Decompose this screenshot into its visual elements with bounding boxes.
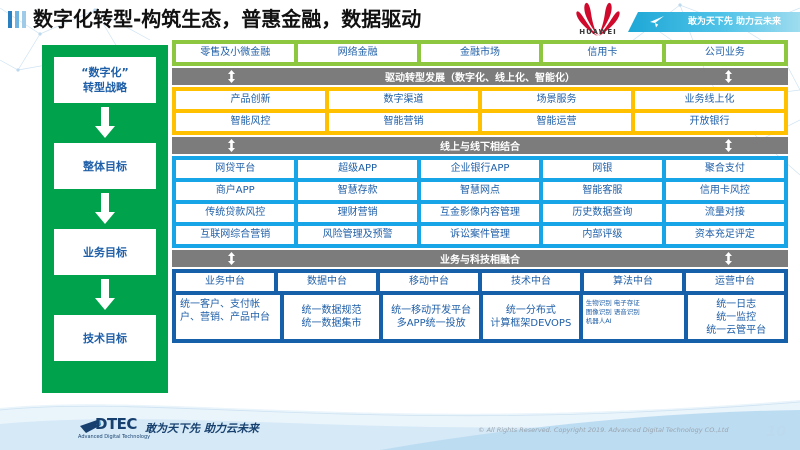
architecture-diagram: “数字化” 转型战略 整体目标 业务目标 技术目标 零售及小微金融 网络金融	[0, 40, 800, 398]
dtec-tagline: Advanced Digital Technology	[78, 434, 151, 440]
band-drive: 驱动转型发展（数字化、线上化、智能化）	[172, 68, 788, 85]
cell-driver[interactable]: 智能营销	[329, 113, 478, 131]
group-row: 智能风控 智能营销 智能运营 开放银行	[176, 113, 784, 131]
dtec-wordmark: DTEC	[95, 415, 137, 433]
strategy-item-2[interactable]: 业务目标	[54, 229, 156, 275]
strategy-item-3[interactable]: 技术目标	[54, 315, 156, 361]
down-arrow-icon-2	[54, 275, 156, 315]
group-online-offline: 网贷平台 超级APP 企业银行APP 网银 聚合支付 商户APP 智慧存款 智慧…	[172, 156, 788, 248]
cell-driver[interactable]: 产品创新	[176, 91, 325, 109]
cell-platform-header[interactable]: 技术中台	[482, 273, 580, 291]
double-arrow-icon	[725, 252, 732, 265]
group-row: 商户APP 智慧存款 智慧网点 智能客服 信用卡风控	[176, 182, 785, 200]
down-arrow-icon-0	[54, 103, 156, 143]
strategy-label-line1: 整体目标	[83, 159, 127, 173]
cell-platform-detail[interactable]: 统一数据规范统一数据集市	[283, 295, 380, 339]
cell-platform-detail[interactable]: 统一移动开发平台多APP统一投放	[383, 295, 480, 339]
band-business-tech: 业务与科技相融合	[172, 250, 788, 267]
cell-business-line[interactable]: 网络金融	[298, 44, 417, 62]
cell-platform-detail[interactable]: 统一日志统一监控统一云管平台	[688, 295, 785, 339]
cell-capability[interactable]: 互联网综合营销	[176, 226, 295, 244]
title-bars-icon	[8, 11, 28, 28]
cell-capability[interactable]: 内部评级	[543, 226, 662, 244]
footer-slogan: 敢为天下先 助力云未来	[145, 422, 259, 435]
group-row: 业务中台 数据中台 移动中台 技术中台 算法中台 运营中台	[176, 273, 784, 291]
group-row: 互联网综合营销 风险管理及预警 诉讼案件管理 内部评级 资本充足评定	[176, 226, 785, 244]
group-row: 零售及小微金融 网络金融 金融市场 信用卡 公司业务	[176, 44, 785, 62]
cell-capability[interactable]: 智慧存款	[298, 182, 417, 200]
group-transformation-drivers: 产品创新 数字渠道 场景服务 业务线上化 智能风控 智能营销 智能运营 开放银行	[172, 87, 788, 135]
strategy-label-line2: 转型战略	[83, 81, 127, 94]
double-arrow-icon	[228, 139, 235, 152]
cell-capability[interactable]: 智慧网点	[420, 182, 540, 200]
cell-capability[interactable]: 诉讼案件管理	[420, 226, 540, 244]
copyright-text: © All Rights Reserved. Copyright 2019. A…	[478, 426, 729, 434]
cell-platform-header[interactable]: 算法中台	[584, 273, 682, 291]
cell-capability[interactable]: 商户APP	[176, 182, 295, 200]
cell-business-line[interactable]: 零售及小微金融	[176, 44, 295, 62]
cell-driver[interactable]: 业务线上化	[635, 91, 784, 109]
cell-platform-header[interactable]: 移动中台	[380, 273, 478, 291]
strategy-item-0[interactable]: “数字化” 转型战略	[54, 57, 156, 103]
band-label: 驱动转型发展（数字化、线上化、智能化）	[385, 73, 575, 84]
cell-business-line[interactable]: 信用卡	[543, 44, 662, 62]
group-row: 产品创新 数字渠道 场景服务 业务线上化	[176, 91, 784, 109]
cell-capability[interactable]: 信用卡风控	[665, 182, 785, 200]
cell-capability[interactable]: 风险管理及预警	[298, 226, 417, 244]
group-row: 传统贷款风控 理财营销 互金影像内容管理 历史数据查询 流量对接	[176, 204, 785, 222]
strategy-label-line1: 技术目标	[83, 331, 127, 345]
down-arrow-icon-1	[54, 189, 156, 229]
cell-capability[interactable]: 传统贷款风控	[176, 204, 295, 222]
band-online-offline: 线上与线下相结合	[172, 137, 788, 154]
cell-capability[interactable]: 网贷平台	[176, 160, 295, 178]
cell-platform-header[interactable]: 运营中台	[686, 273, 784, 291]
cell-platform-header[interactable]: 业务中台	[176, 273, 274, 291]
paper-plane-icon	[650, 16, 664, 28]
double-arrow-icon	[725, 139, 732, 152]
cell-driver[interactable]: 场景服务	[482, 91, 631, 109]
page-title: 数字化转型-构筑生态，普惠金融，数据驱动	[33, 7, 422, 31]
group-business-lines: 零售及小微金融 网络金融 金融市场 信用卡 公司业务	[172, 40, 788, 66]
cell-business-line[interactable]: 公司业务	[665, 44, 785, 62]
cell-capability[interactable]: 网银	[543, 160, 662, 178]
cell-capability[interactable]: 历史数据查询	[543, 204, 662, 222]
group-row: 统一客户、支付帐户、营销、产品中台 统一数据规范统一数据集市 统一移动开发平台多…	[176, 295, 785, 339]
huawei-logo-icon	[576, 2, 620, 36]
cell-capability[interactable]: 资本充足评定	[665, 226, 785, 244]
double-arrow-icon	[228, 252, 235, 265]
cell-platform-header[interactable]: 数据中台	[278, 273, 376, 291]
strategy-label-line1: “数字化”	[81, 66, 129, 79]
cell-driver[interactable]: 智能风控	[176, 113, 325, 131]
page-header: 数字化转型-构筑生态，普惠金融，数据驱动 HUAWEI 敢为天下先 助力云未来	[0, 0, 800, 40]
cell-capability[interactable]: 聚合支付	[665, 160, 785, 178]
band-label: 业务与科技相融合	[440, 255, 520, 266]
double-arrow-icon	[725, 70, 732, 83]
strategy-item-1[interactable]: 整体目标	[54, 143, 156, 189]
band-label: 线上与线下相结合	[440, 142, 520, 153]
double-arrow-icon	[228, 70, 235, 83]
cell-driver[interactable]: 开放银行	[635, 113, 784, 131]
cell-platform-detail[interactable]: 统一客户、支付帐户、营销、产品中台	[176, 295, 280, 339]
layer-stack: 零售及小微金融 网络金融 金融市场 信用卡 公司业务 驱动转型发展（数字化、线上…	[172, 40, 788, 343]
cell-driver[interactable]: 数字渠道	[329, 91, 478, 109]
cell-capability[interactable]: 流量对接	[665, 204, 785, 222]
cell-capability[interactable]: 企业银行APP	[420, 160, 540, 178]
group-mid-platforms: 业务中台 数据中台 移动中台 技术中台 算法中台 运营中台 统一客户、支付帐户、…	[172, 269, 788, 343]
cell-capability[interactable]: 互金影像内容管理	[420, 204, 540, 222]
cell-business-line[interactable]: 金融市场	[420, 44, 540, 62]
cell-driver[interactable]: 智能运营	[482, 113, 631, 131]
banner-slogan: 敢为天下先 助力云未来	[687, 17, 782, 27]
cell-capability[interactable]: 智能客服	[543, 182, 662, 200]
cell-capability[interactable]: 超级APP	[298, 160, 417, 178]
page-footer: DTEC Advanced Digital Technology 敢为天下先 助…	[0, 398, 800, 450]
cell-platform-detail[interactable]: 统一分布式计算框架DEVOPS	[483, 295, 579, 339]
page-number: 10	[766, 424, 786, 440]
cell-platform-detail[interactable]: 生物识别 电子存证图像识别 语音识别机器人AI	[582, 295, 685, 339]
strategy-column: “数字化” 转型战略 整体目标 业务目标 技术目标	[42, 45, 168, 393]
group-row: 网贷平台 超级APP 企业银行APP 网银 聚合支付	[176, 160, 785, 178]
cell-capability[interactable]: 理财营销	[298, 204, 417, 222]
strategy-label-line1: 业务目标	[83, 245, 127, 259]
huawei-wordmark: HUAWEI	[579, 28, 617, 36]
